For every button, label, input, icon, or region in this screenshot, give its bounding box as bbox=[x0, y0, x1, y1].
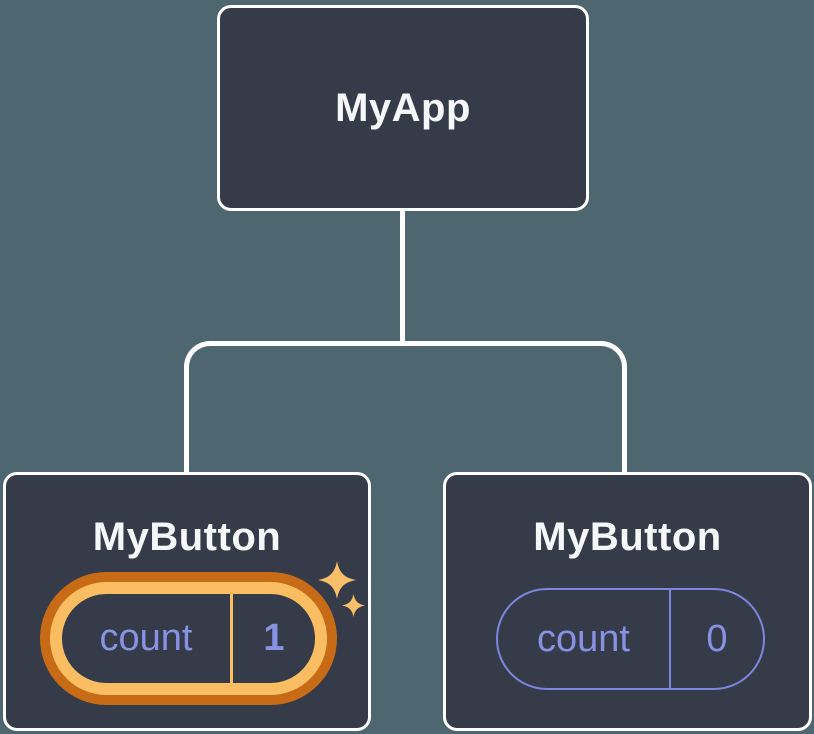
state-value-label: 0 bbox=[706, 617, 728, 660]
pill-divider bbox=[669, 590, 671, 688]
node-mybutton-left: MyButton count 1 bbox=[3, 472, 371, 731]
sparkle-small-icon bbox=[342, 594, 365, 617]
state-pill-highlighted: count 1 bbox=[50, 582, 327, 695]
state-value-label: 1 bbox=[263, 617, 285, 659]
state-value: 1 bbox=[233, 594, 315, 683]
state-pill-plain: count 0 bbox=[496, 588, 765, 690]
state-key-label: count bbox=[99, 617, 193, 659]
state-key: count bbox=[498, 590, 669, 688]
sparkle-large-icon bbox=[318, 561, 356, 599]
connector-stem bbox=[400, 209, 405, 343]
state-key-label: count bbox=[537, 617, 630, 660]
node-myapp: MyApp bbox=[217, 5, 589, 211]
pill-divider bbox=[230, 594, 233, 683]
node-mybutton-left-label: MyButton bbox=[92, 515, 282, 559]
connector-bracket bbox=[184, 341, 627, 472]
state-key: count bbox=[62, 594, 230, 683]
node-mybutton-right-label: MyButton bbox=[533, 515, 722, 559]
node-mybutton-right: MyButton count 0 bbox=[443, 472, 812, 731]
node-myapp-label: MyApp bbox=[335, 85, 471, 130]
state-value: 0 bbox=[671, 590, 763, 688]
